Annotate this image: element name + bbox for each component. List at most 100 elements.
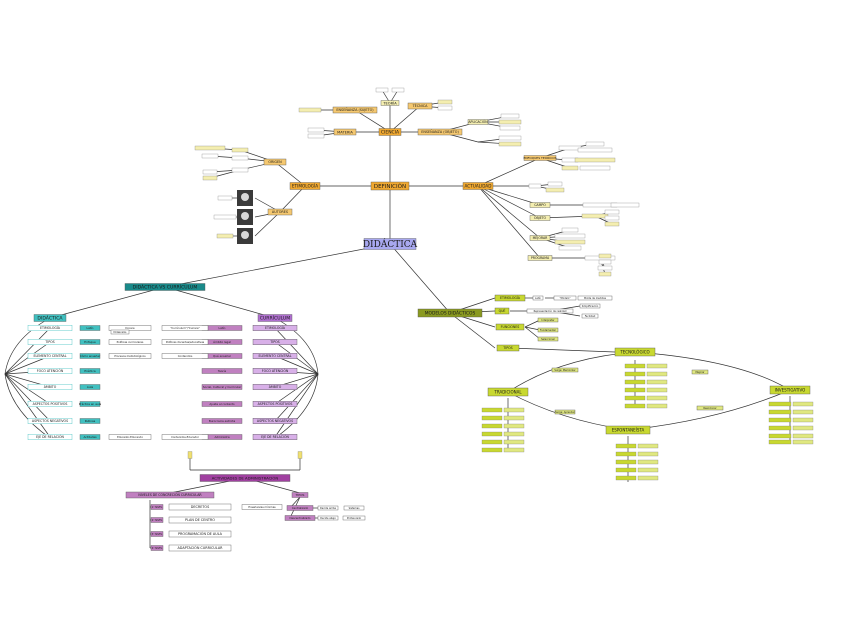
curriculum-note-7: Contenidos-Educador: [161, 434, 209, 440]
modelo-tecnologico: TECNOLÓGICO: [614, 347, 656, 357]
curriculum-value-3-box: [201, 368, 243, 374]
modelo-leaf-note: [503, 431, 525, 437]
modelo-tradicional-box: [487, 387, 529, 397]
descentralizado-node: Descentralizado: [284, 515, 316, 521]
modelos-latin: Latín: [532, 295, 544, 301]
didactica-note-2-box: [108, 353, 152, 359]
materia-node-label: MATERIA: [337, 130, 353, 134]
modelos-funciones-box: [495, 323, 525, 331]
etimologia-node-label: ETIMOLOGÍA: [292, 184, 318, 189]
didactica-note-2-label: Procesos metodológicos: [114, 354, 146, 358]
centralizado-tag-box: [343, 505, 365, 511]
didactica-row-2-box: [27, 353, 73, 359]
aplicacion-node: APLICACIÓN: [467, 119, 488, 125]
didactica-value-4: Aula: [79, 384, 101, 390]
didactica-row-5-label: ASPECTOS POSITIVOS: [33, 402, 68, 406]
didactica-value-0: Latín: [79, 325, 101, 331]
definicion-node-box: [370, 181, 410, 191]
curriculum-row-7-label: EJE DE RELACIÓN: [261, 434, 289, 439]
campo-node: CAMPO: [529, 202, 551, 208]
actividades-node: ACTIVIDADES DE ADMINISTRACIÓN: [199, 474, 291, 482]
definicion-leaf: [561, 165, 579, 171]
modelo-leaf-note: [792, 425, 814, 431]
didactica-value-1: Enfoque: [79, 339, 101, 345]
enfoques-node-box: [523, 155, 557, 161]
curriculum-row-5-label: ASPECTOS POSITIVOS: [258, 402, 293, 406]
tipos-admin-node-label: TIPOS: [295, 493, 305, 497]
definicion-leaf: [217, 195, 233, 201]
curriculum-col-title-label: CURRÍCULUM: [260, 315, 291, 322]
didactica-row-1-box: [27, 339, 73, 345]
nivel-item-1-label: PLAN DE CENTRO: [185, 518, 215, 522]
modelos-que-note-box: [526, 308, 574, 314]
modelos-funcion-1: Fundamentar: [537, 327, 559, 333]
curriculum-row-6-label: ASPECTOS NEGATIVOS: [257, 419, 293, 423]
definicion-leaf: [307, 127, 325, 133]
didactica-value-5-box: [79, 401, 101, 407]
curriculum-col-title: CURRÍCULUM: [257, 314, 293, 322]
modelo-leaf: [615, 467, 637, 473]
materia-node-box: [333, 128, 357, 136]
definicion-leaf: [437, 105, 453, 111]
modelos-molde-box: [577, 295, 613, 301]
modelo-espontaneista-box: [605, 425, 651, 435]
centralizado-note-box: [317, 505, 339, 511]
curriculum-value-5: Ajuste al contexto: [201, 401, 243, 407]
nivel-tag-1: 2º NIVEL: [150, 517, 164, 523]
curriculum-row-0: ETIMOLOGÍA: [252, 325, 298, 331]
surge-esp-box: [554, 409, 576, 415]
modelo-leaf: [481, 447, 503, 453]
modelo-leaf: [768, 439, 792, 445]
modelo-leaf-note: [646, 403, 668, 409]
modelo-leaf-note: [646, 379, 668, 385]
definicion-leaf: [437, 99, 453, 105]
objeto-node-box: [417, 128, 463, 136]
descentralizado-note: Decide abajo: [317, 515, 339, 521]
curriculum-row-2: ELEMENTO CENTRAL: [252, 353, 298, 359]
curriculum-row-0-label: ETIMOLOGÍA: [265, 325, 286, 330]
curriculum-col-title-box: [257, 314, 293, 322]
definicion-leaf: [561, 227, 579, 233]
modelo-leaf-note: [792, 433, 814, 439]
modelos-que-tag-0: Simplificación: [579, 303, 601, 309]
definicion-leaf: [498, 141, 522, 147]
curriculum-row-3: FOCO ATENCIÓN: [252, 368, 298, 374]
modelo-leaf: [481, 415, 503, 421]
didactica-note-0-box: [108, 325, 152, 331]
enfoques-node: ENFOQUES TEÓRICOS: [523, 155, 557, 161]
didactica-note-1-box: [108, 339, 152, 345]
definicion-leaf: [585, 141, 605, 147]
definicion-leaf: [213, 214, 237, 220]
connector-lines: [4, 89, 791, 549]
didactica-row-0-label: ETIMOLOGÍA: [40, 325, 61, 330]
didactica-row-1-label: TIPOS: [44, 340, 54, 344]
didactica-note-7: Educador-Educando: [108, 434, 152, 440]
curriculum-row-1-box: [252, 339, 298, 345]
modelo-leaf: [481, 407, 503, 413]
modelo-leaf-note: [646, 371, 668, 377]
curriculum-row-1-label: TIPOS: [269, 340, 279, 344]
didactica-col-title-box: [33, 314, 67, 322]
didactica-value-6: Rutinas: [79, 418, 101, 424]
curriculum-row-0-box: [252, 325, 298, 331]
didactica-value-5-label: Práctica en aula: [79, 402, 102, 406]
paso-esp: Reaccionar: [696, 405, 724, 411]
modelo-leaf: [768, 425, 792, 431]
modelos-tipos: TIPOS: [496, 344, 520, 352]
nivel-item-3-label: ADAPTACIÓN CURRICULAR: [177, 545, 223, 550]
descentralizado-tag-label: Profesorado: [347, 517, 362, 520]
modelos-funcion-0-box: [537, 317, 559, 323]
nivel-item-2-box: [168, 530, 232, 538]
paso-tec-box: [691, 369, 709, 375]
didactica-value-6-label: Rutinas: [85, 419, 96, 423]
definicion-leaf: [579, 165, 611, 171]
programa-node-box: [527, 255, 553, 261]
curriculum-value-4: Social, Cultural y Curricular: [201, 384, 243, 390]
didactica-row-6-box: [27, 418, 73, 424]
nivel-item-0: DECRETOS: [168, 503, 232, 511]
curriculum-note-2: Contenidos: [161, 353, 209, 359]
modelos-modelo: "Modelo": [553, 295, 577, 301]
didactica-row-0-box: [27, 325, 73, 331]
nivel-tag-3-label: 4º NIVEL: [152, 547, 163, 550]
definicion-leaf: [558, 245, 582, 251]
